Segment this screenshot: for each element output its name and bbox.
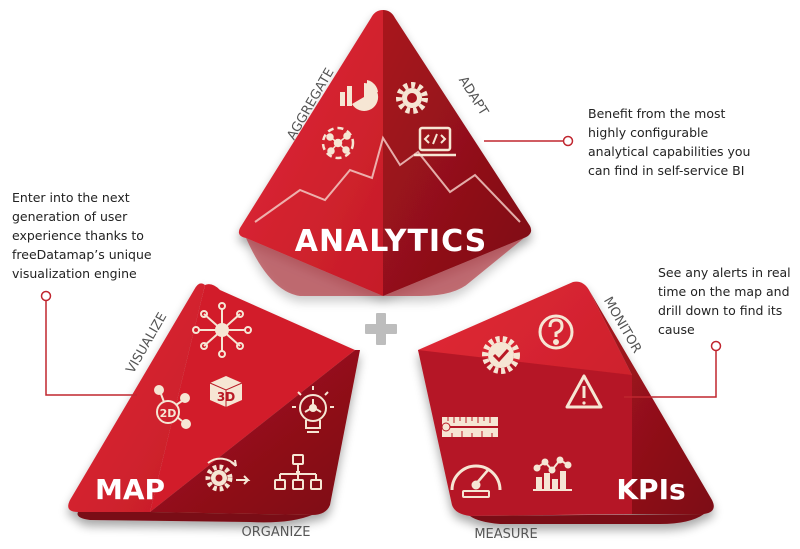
analytics-mountain-line (254, 135, 521, 223)
check-badge-icon (482, 336, 520, 374)
map-bottom-face (77, 512, 312, 523)
map-connector (40, 290, 137, 396)
note-line: highly configurable (588, 125, 709, 140)
svg-text:2D: 2D (160, 407, 177, 420)
kpis-bottom-face (470, 514, 704, 524)
kpis-left-face (418, 350, 632, 516)
analytics-left-face (238, 10, 383, 296)
analytics-note: Benefit from the most highly configurabl… (588, 104, 750, 180)
cube-3d-icon: 3D (209, 376, 243, 407)
dashed-network-icon (321, 126, 355, 160)
note-line: can find in self-service BI (588, 163, 745, 178)
note-line: generation of user (12, 209, 128, 224)
note-line: drill down to find its (658, 303, 783, 318)
note-line: Benefit from the most (588, 106, 726, 121)
gauge-icon (450, 464, 502, 498)
note-line: Enter into the next (12, 190, 130, 205)
analytics-right-face (383, 10, 532, 296)
kpis-title: KPIs (616, 473, 685, 506)
kpis-right-face (589, 290, 714, 514)
gear-icon (396, 82, 428, 114)
bar-line-chart-icon (533, 456, 572, 491)
ruler-icon (441, 417, 498, 437)
graph-2d-icon: 2D (154, 385, 191, 429)
network-hub-icon (192, 302, 252, 358)
note-line: cause (658, 322, 695, 337)
note-line: See any alerts in real (658, 265, 791, 280)
map-title: MAP (95, 473, 165, 506)
hierarchy-icon (274, 454, 322, 490)
map-pyramid (68, 283, 360, 523)
chart-mix-icon (340, 80, 379, 111)
analytics-connector (484, 135, 574, 147)
svg-text:3D: 3D (217, 390, 235, 404)
question-icon (538, 314, 574, 350)
note-line: analytical capabilities you (588, 144, 751, 159)
note-line: time on the map and (658, 284, 790, 299)
note-line: freeDatamap’s unique (12, 247, 152, 262)
note-line: visualization engine (12, 266, 137, 281)
map-note: Enter into the next generation of user e… (12, 188, 152, 283)
kpis-measure-label: MEASURE (474, 527, 537, 542)
analytics-title: ANALYTICS (295, 224, 488, 259)
note-line: experience thanks to (12, 228, 144, 243)
analytics-pyramid (238, 10, 532, 296)
kpis-note: See any alerts in real time on the map a… (658, 263, 791, 339)
warning-icon (565, 374, 603, 409)
map-organize-label: ORGANIZE (242, 525, 311, 540)
analytics-base-face (246, 238, 524, 296)
gear-arrow-icon (205, 457, 251, 492)
kpis-pyramid (418, 281, 714, 524)
code-laptop-icon (414, 126, 456, 157)
kpis-connector (624, 340, 722, 398)
map-top-face (150, 284, 355, 512)
lightbulb-icon (292, 386, 334, 433)
map-left-face (68, 283, 205, 512)
center-plus-icon (365, 313, 397, 345)
analytics-adapt-label: ADAPT (455, 74, 491, 119)
